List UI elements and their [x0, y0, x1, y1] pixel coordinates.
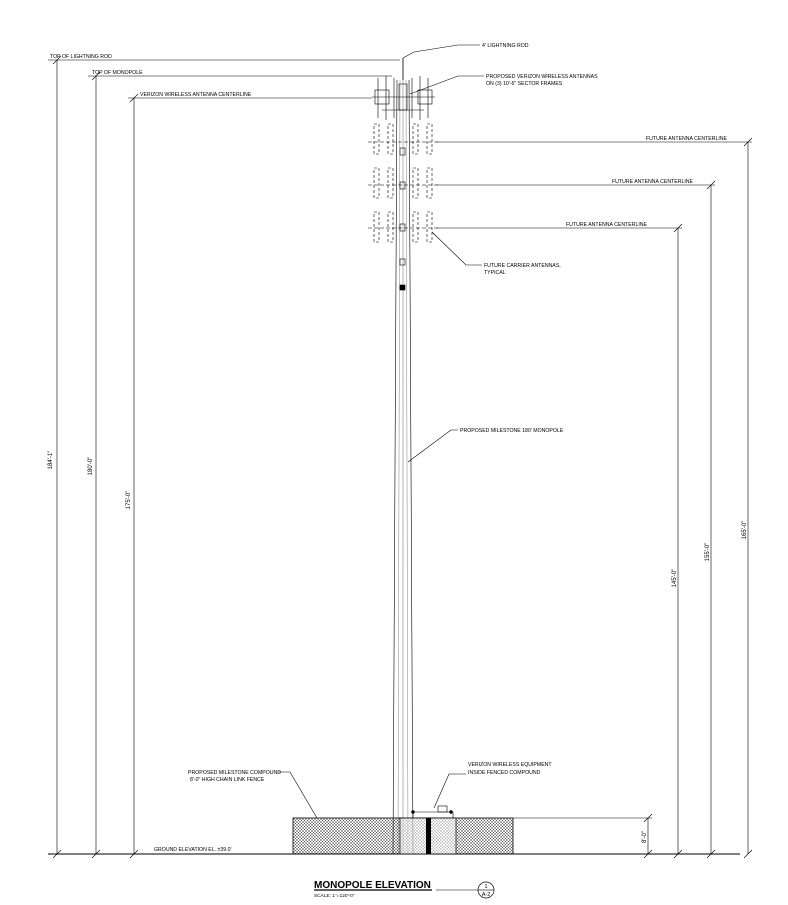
shaft-mount [399, 284, 406, 291]
reference-lines-left [48, 55, 400, 859]
label-future-centerline-3: FUTURE ANTENNA CENTERLINE [566, 222, 648, 228]
reference-lines-right [436, 137, 753, 859]
detail-number: 1 [484, 884, 487, 890]
monopole-shaft [392, 79, 414, 855]
label-compound: PROPOSED MILESTONE COMPOUND [188, 770, 281, 776]
verizon-sector-frame [372, 76, 435, 120]
dimension-145: 145'-0" [672, 569, 678, 588]
dimension-184: 184'-1" [48, 451, 54, 470]
fence-height-dimension [513, 813, 653, 859]
label-monopole: PROPOSED MILESTONE 180' MONOPOLE [460, 428, 564, 434]
sheet-number: A-2 [482, 892, 491, 898]
equipment-cabinet [411, 805, 454, 818]
label-equipment: VERIZON WIRELESS EQUIPMENT [468, 762, 552, 768]
label-compound-fence: 8'-0" HIGH CHAIN LINK FENCE [190, 777, 265, 783]
label-verizon-centerline: VERIZON WIRELESS ANTENNA CENTERLINE [140, 92, 252, 98]
drawing-scale: SCALE: 1"=120'-0" [314, 893, 355, 899]
label-proposed-antennas-frames: ON (3) 10'-6" SECTOR FRAMES [486, 81, 563, 87]
label-proposed-antennas: PROPOSED VERIZON WIRELESS ANTENNAS [486, 74, 598, 80]
leader-lines [278, 44, 484, 819]
drawing-title: MONOPOLE ELEVATION [314, 880, 431, 891]
dimension-8: 8'-0" [642, 831, 648, 843]
label-future-carrier-typical: TYPICAL [484, 270, 506, 276]
label-top-monopole: TOP OF MONOPOLE [92, 70, 143, 76]
dimension-165: 165'-0" [742, 521, 748, 540]
dimension-175: 175'-0" [126, 491, 132, 510]
label-future-centerline-1: FUTURE ANTENNA CENTERLINE [646, 136, 728, 142]
label-equipment-compound: INSIDE FENCED COMPOUND [468, 770, 541, 776]
future-antennas-2 [368, 167, 438, 199]
label-top-lightning-rod: TOP OF LIGHTNING ROD [50, 54, 112, 60]
label-future-carrier: FUTURE CARRIER ANTENNAS, [484, 263, 561, 269]
shaft-mount [399, 258, 406, 266]
future-antennas-1 [368, 123, 438, 156]
label-lightning-rod: 4' LIGHTNING ROD [482, 43, 529, 49]
dimension-155: 155'-0" [705, 543, 711, 562]
label-ground-elevation: GROUND ELEVATION EL. ±39.0' [154, 847, 231, 853]
pole-foundation [426, 818, 431, 854]
future-antennas-3 [368, 211, 438, 243]
dimension-180: 180'-0" [88, 457, 94, 476]
label-future-centerline-2: FUTURE ANTENNA CENTERLINE [612, 179, 694, 185]
